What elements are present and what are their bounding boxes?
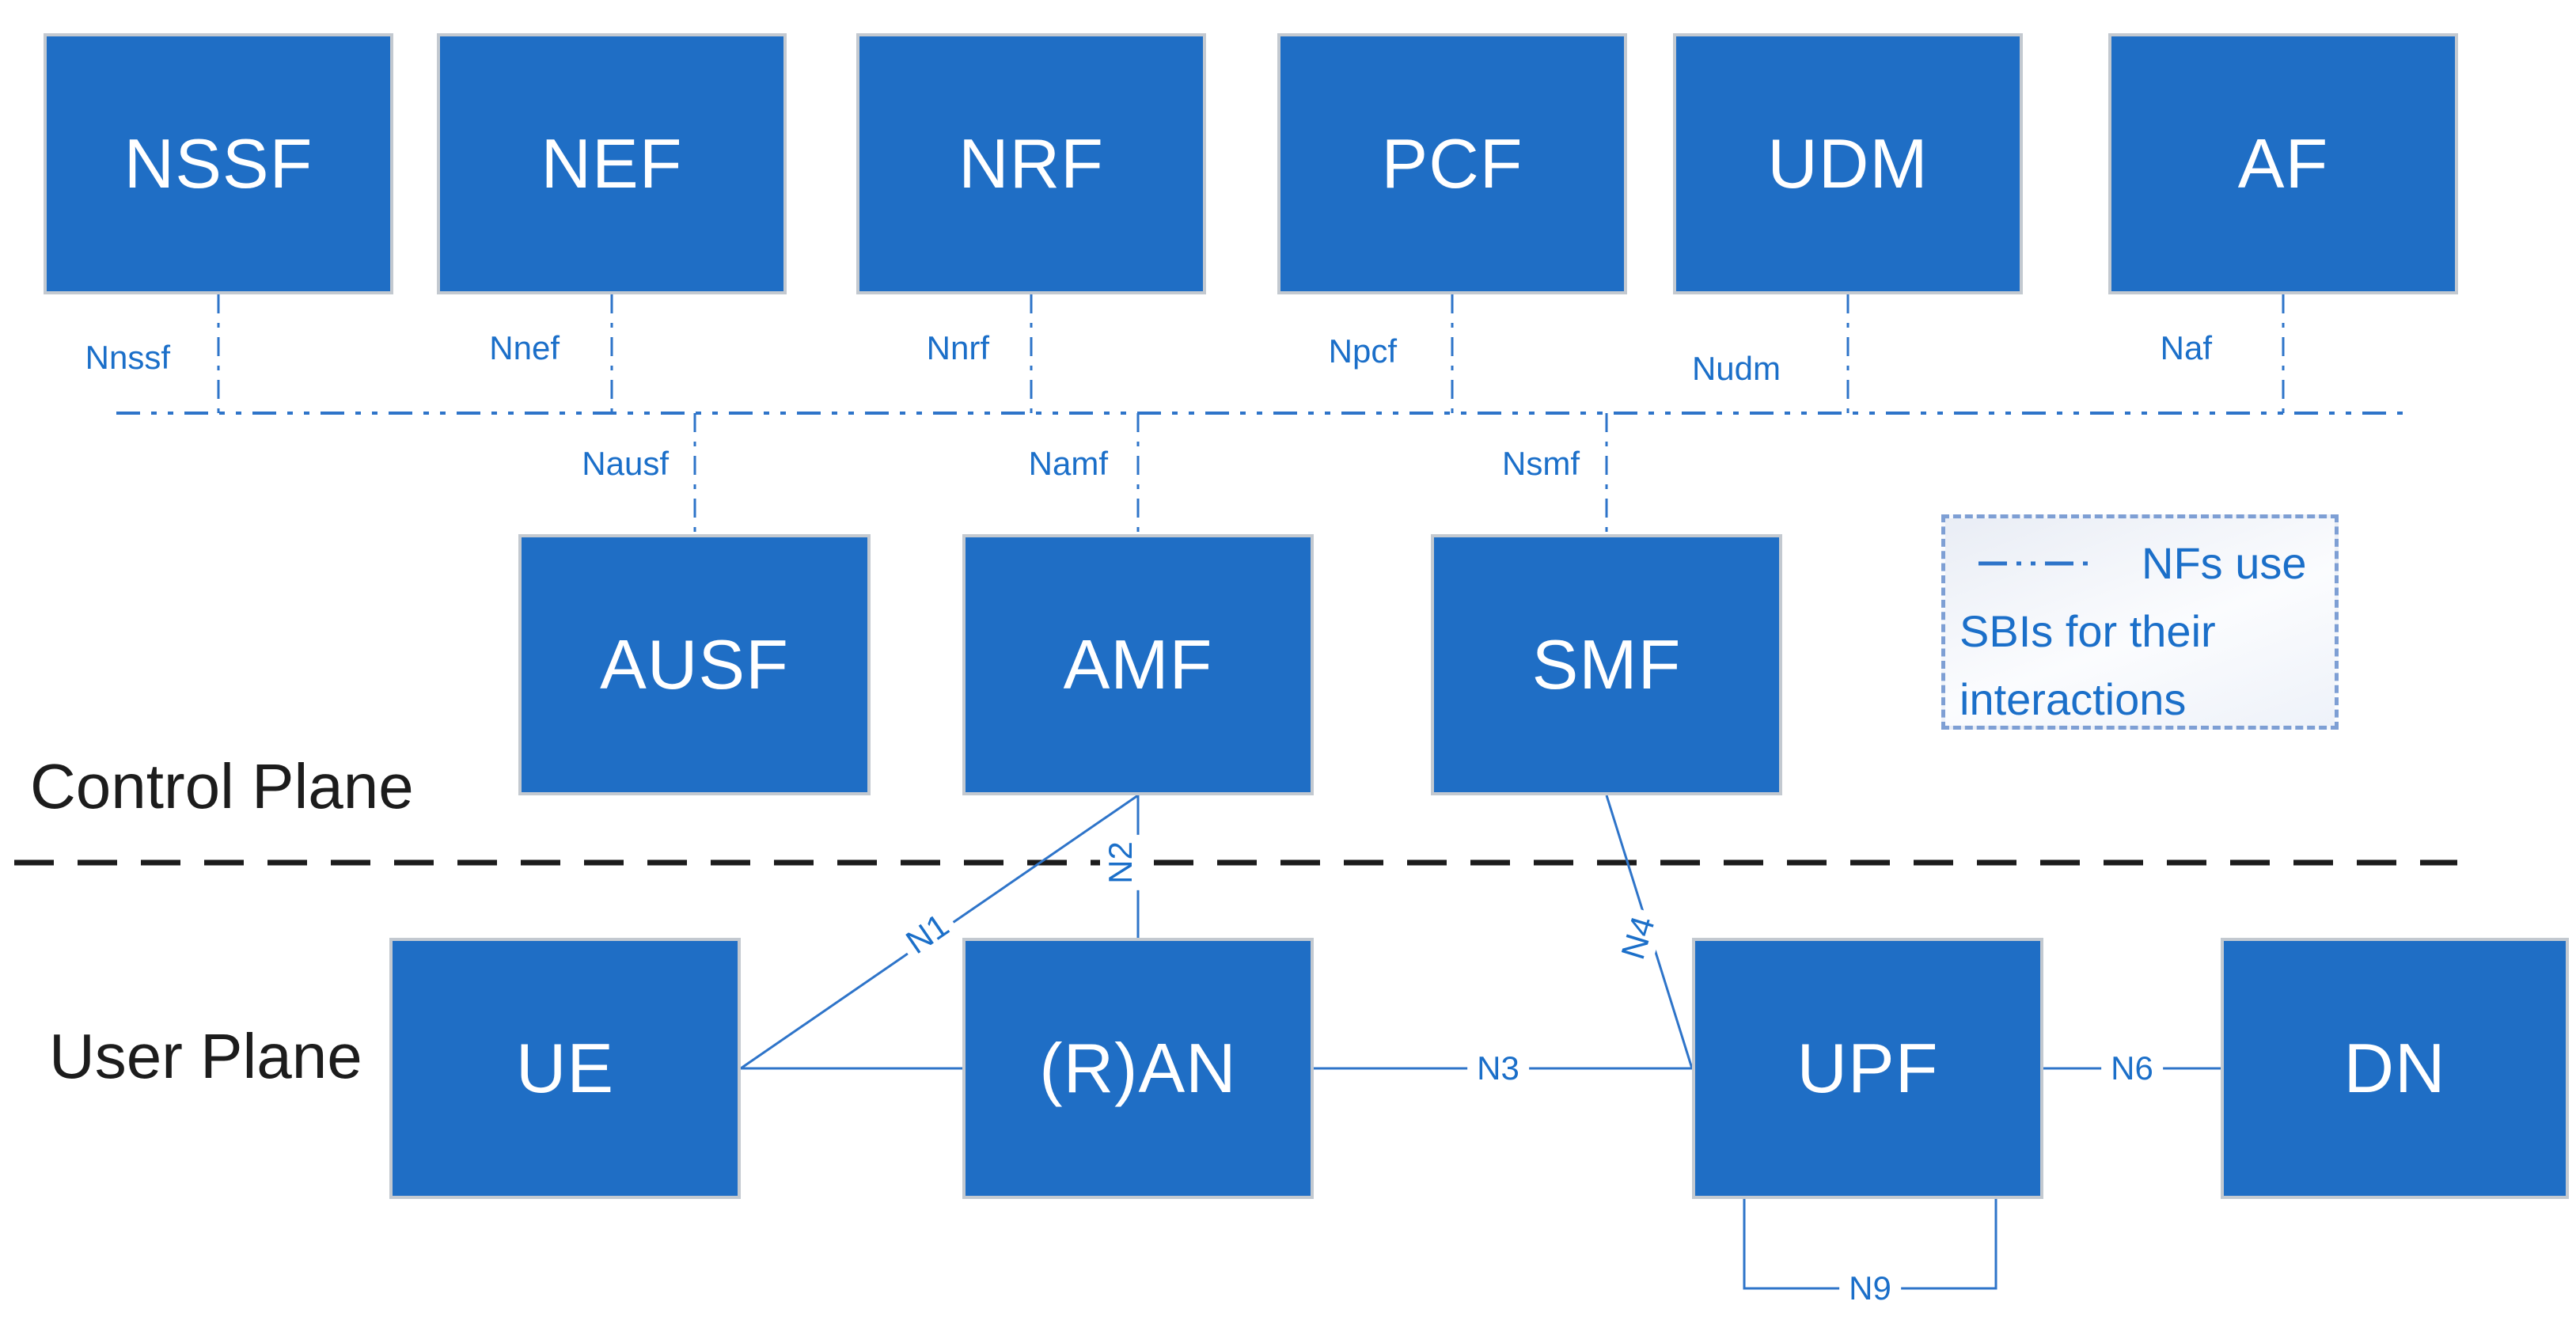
nf-box-udm: UDM — [1673, 33, 2023, 294]
nf-box-label: NSSF — [123, 124, 313, 203]
interface-label-n9: N9 — [1839, 1268, 1901, 1309]
sbi-label-nudm: Nudm — [1691, 350, 1781, 387]
nf-box-label: SMF — [1531, 625, 1682, 704]
sbi-label-npcf: Npcf — [1328, 332, 1397, 370]
nf-box-label: AF — [2237, 124, 2329, 203]
nf-box-ran: (R)AN — [962, 938, 1314, 1199]
nf-box-nrf: NRF — [856, 33, 1206, 294]
nf-box-label: UDM — [1767, 124, 1929, 203]
sbi-label-nausf: Nausf — [582, 445, 669, 482]
sbi-label-nnrf: Nnrf — [926, 329, 989, 366]
nf-box-nef: NEF — [437, 33, 787, 294]
sbi-label-naf: Naf — [2160, 329, 2212, 366]
legend-row: NFs use — [1960, 529, 2320, 598]
nf-box-ue: UE — [389, 938, 741, 1199]
control-plane-label: Control Plane — [30, 751, 414, 821]
sbi-label-namf: Namf — [1028, 445, 1108, 482]
nf-box-label: AUSF — [600, 625, 789, 704]
nf-box-label: DN — [2343, 1029, 2446, 1107]
nf-box-ausf: AUSF — [518, 534, 871, 795]
nf-box-smf: SMF — [1431, 534, 1782, 795]
legend-box: NFs use SBIs for their interactions — [1941, 514, 2339, 730]
nf-box-label: UE — [515, 1029, 615, 1107]
nf-box-amf: AMF — [962, 534, 1314, 795]
interface-label-n2: N2 — [1100, 835, 1141, 890]
legend-text-line: interactions — [1960, 674, 2187, 724]
sbi-label-nnef: Nnef — [489, 329, 560, 366]
sbi-label-nnssf: Nnssf — [85, 339, 170, 376]
interface-label-n3: N3 — [1467, 1048, 1529, 1089]
nf-box-label: UPF — [1796, 1029, 1939, 1107]
nf-box-label: PCF — [1381, 124, 1523, 203]
nf-box-pcf: PCF — [1277, 33, 1627, 294]
interface-label-n6: N6 — [2101, 1048, 2163, 1089]
user-plane-label: User Plane — [49, 1021, 362, 1091]
nf-box-af: AF — [2108, 33, 2458, 294]
sbi-line-sample-icon — [1978, 561, 2097, 566]
nf-box-label: NEF — [541, 124, 683, 203]
nf-box-upf: UPF — [1692, 938, 2043, 1199]
nf-box-label: AMF — [1063, 625, 1213, 704]
legend-text-line: NFs use — [2142, 538, 2307, 588]
nf-box-label: NRF — [958, 124, 1104, 203]
nf-box-dn: DN — [2221, 938, 2569, 1199]
nf-box-label: (R)AN — [1039, 1029, 1237, 1107]
nf-box-nssf: NSSF — [44, 33, 393, 294]
legend-text-line: SBIs for their — [1960, 606, 2216, 656]
sbi-label-nsmf: Nsmf — [1502, 445, 1580, 482]
